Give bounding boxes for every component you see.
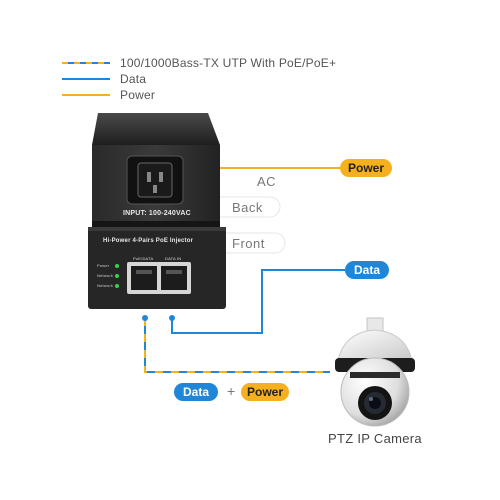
ptz-camera: [335, 317, 415, 427]
led-label-power: Power: [97, 263, 110, 268]
led-power-indicator: [115, 264, 119, 268]
ac-inlet: [126, 155, 184, 205]
led-label-network-1: Network: [97, 273, 114, 278]
legend-label-power: Power: [120, 88, 156, 102]
bottom-data-tag: Data: [174, 383, 218, 401]
camera-label: PTZ IP Camera: [328, 431, 422, 446]
legend-label-poe: 100/1000Bass-TX UTP With PoE/PoE+: [120, 56, 337, 70]
power-tag: Power: [340, 159, 392, 177]
data-line-in-dot: [169, 315, 175, 321]
product-name-label: Hi-Power 4-Pairs PoE Injector: [103, 238, 194, 244]
back-label: Back: [232, 200, 263, 215]
poe-line-yellow: [144, 318, 330, 373]
bottom-power-tag: Power: [241, 383, 289, 401]
led-network-indicator-2: [115, 284, 119, 288]
data-line-in: [171, 269, 345, 334]
data-tag: Data: [345, 261, 389, 279]
front-label: Front: [232, 236, 265, 251]
led-network-indicator-1: [115, 274, 119, 278]
legend-label-data: Data: [120, 72, 147, 86]
port-label-data-in: DATA IN: [165, 256, 182, 261]
poe-line-dot: [142, 315, 148, 321]
input-voltage-label: INPUT: 100-240VAC: [123, 210, 191, 217]
port-label-poe-data: PoE/DATA: [133, 256, 154, 261]
led-label-network-2: Network: [97, 283, 114, 288]
rj45-port-block: [127, 262, 191, 294]
plus-sign: +: [227, 383, 236, 399]
ac-label: AC: [257, 174, 277, 189]
